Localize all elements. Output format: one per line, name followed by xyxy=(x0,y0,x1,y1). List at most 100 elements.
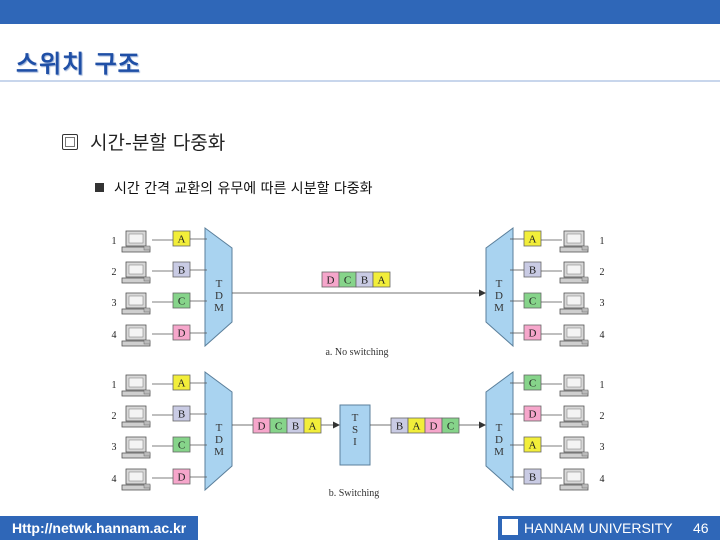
panel-a-right-slot-2-box xyxy=(523,292,542,309)
panel-a-demux-label-letter-1: D xyxy=(495,290,503,302)
bullet-level1: 시간-분할 다중화 xyxy=(62,128,225,155)
panel-a-right-computer-0-screen xyxy=(566,233,582,244)
panel-b-right-slot-3-box xyxy=(523,468,542,485)
panel-b-right-computer-2-screen xyxy=(566,439,582,450)
panel-b-left-computer-2-screen xyxy=(128,439,144,450)
bullet-level2: 시간 간격 교환의 유무에 따른 시분할 다중화 xyxy=(95,178,373,198)
panel-a-left-slot-0-label: A xyxy=(178,234,186,246)
footer-url-bar xyxy=(0,516,198,540)
panel-b-right-computer-0-mouse xyxy=(581,389,589,395)
panel-a-right-slot-0-box xyxy=(523,230,542,247)
panel-b-demux-label-letter-0: T xyxy=(496,422,503,434)
panel-b-frame-in-3-box xyxy=(303,417,322,434)
panel-b-left-slot-1-label: B xyxy=(178,409,185,421)
panel-b-frame-out-0-label: B xyxy=(396,421,403,433)
panel-b-right-computer-0-screen xyxy=(566,377,582,388)
hannam-logo-icon xyxy=(502,519,518,535)
panel-a-left-slot-1-label: B xyxy=(178,265,185,277)
panel-b-tsi-label-letter-2: I xyxy=(353,436,357,448)
panel-b-frame-in-0-label: D xyxy=(258,421,266,433)
panel-b-left-num-0: 1 xyxy=(112,380,117,391)
panel-b-frame-in-3-label: A xyxy=(309,421,317,433)
panel-a-right-computer-1-screen xyxy=(566,264,582,275)
panel-b-right-slot-1-box xyxy=(523,405,542,422)
panel-a-left-slot-3-label: D xyxy=(178,328,186,340)
panel-a-right-computer-2-screen xyxy=(566,295,582,306)
panel-a-right-num-3: 4 xyxy=(600,330,605,341)
page-number: 46 xyxy=(693,520,709,536)
panel-a-mux-label-letter-0: T xyxy=(216,278,223,290)
panel-b-left-num-3: 4 xyxy=(112,474,117,485)
panel-b-left-slot-2-label: C xyxy=(178,440,185,452)
panel-a-right-computer-2-mouse xyxy=(581,307,589,313)
panel-a-left-num-3: 4 xyxy=(112,330,117,341)
panel-a-right-num-1: 2 xyxy=(600,267,605,278)
footer-url[interactable]: Http://netwk.hannam.ac.kr xyxy=(12,520,187,536)
panel-a-left-computer-1-mouse xyxy=(143,276,151,282)
panel-a-right-slot-0-label: A xyxy=(529,234,537,246)
panel-b-left-num-2: 3 xyxy=(112,442,117,453)
panel-a-demux-label-letter-2: M xyxy=(494,302,504,314)
footer-university: HANNAM UNIVERSITY xyxy=(524,520,673,536)
panel-b-frame-out-1-label: A xyxy=(413,421,421,433)
slide-title: 스위치 구조 xyxy=(16,50,141,78)
panel-b-frame-out-3-box xyxy=(441,417,460,434)
panel-b-frame-in-1-label: C xyxy=(275,421,282,433)
panel-a-left-computer-3-mouse xyxy=(143,339,151,345)
panel-a-left-num-2: 3 xyxy=(112,298,117,309)
panel-a-right-computer-1-mouse xyxy=(581,276,589,282)
panel-b-left-computer-1-screen xyxy=(128,408,144,419)
panel-a-left-slot-0-box xyxy=(172,230,191,247)
panel-b-left-slot-3-label: D xyxy=(178,472,186,484)
panel-a-left-computer-2-screen xyxy=(128,295,144,306)
panel-a-left-slot-1-box xyxy=(172,261,191,278)
panel-b-right-computer-1-screen xyxy=(566,408,582,419)
panel-a-left-computer-0-screen xyxy=(128,233,144,244)
panel-b-right-num-3: 4 xyxy=(600,474,605,485)
panel-b-right-computer-3-screen xyxy=(566,471,582,482)
panel-a-left-computer-3-screen xyxy=(128,327,144,338)
panel-b-tsi xyxy=(339,404,371,466)
panel-b-left-slot-3-box xyxy=(172,468,191,485)
panel-b-right-slot-0-label: C xyxy=(529,378,536,390)
panel-b-left-slot-0-box xyxy=(172,374,191,391)
panel-b-frame-out-2-label: D xyxy=(430,421,438,433)
panel-b-left-num-1: 2 xyxy=(112,411,117,422)
panel-a-left-computer-2-mouse xyxy=(143,307,151,313)
panel-a-right-num-2: 3 xyxy=(600,298,605,309)
panel-b-right-slot-2-box xyxy=(523,436,542,453)
panel-b-arrowhead-in xyxy=(333,421,340,429)
panel-b-right-computer-1-mouse xyxy=(581,420,589,426)
panel-a-left-num-1: 2 xyxy=(112,267,117,278)
panel-a-right-slot-1-box xyxy=(523,261,542,278)
panel-b-left-slot-0-label: A xyxy=(178,378,186,390)
panel-b-demux xyxy=(485,371,514,492)
panel-a-right-slot-2-label: C xyxy=(529,296,536,308)
top-bar xyxy=(0,0,720,24)
panel-a-frame-0-label: D xyxy=(327,275,335,287)
panel-a-left-computer-0-mouse xyxy=(143,245,151,251)
panel-a-left-slot-2-box xyxy=(172,292,191,309)
panel-b-right-num-0: 1 xyxy=(600,380,605,391)
title-divider xyxy=(0,80,720,82)
bullet-level1-text: 시간-분할 다중화 xyxy=(90,132,226,154)
panel-b-mux-label-letter-0: T xyxy=(216,422,223,434)
panel-a-right-num-0: 1 xyxy=(600,236,605,247)
panel-b-tsi-label-letter-0: T xyxy=(352,412,359,424)
panel-b-right-slot-0-box xyxy=(523,374,542,391)
panel-a-arrowhead xyxy=(479,289,486,297)
panel-a-frame-1-label: C xyxy=(344,275,351,287)
panel-b-right-computer-3-mouse xyxy=(581,483,589,489)
panel-b-tsi-label-letter-1: S xyxy=(352,424,358,436)
panel-b-right-computer-2-mouse xyxy=(581,451,589,457)
panel-b-right-num-1: 2 xyxy=(600,411,605,422)
panel-a-right-slot-3-box xyxy=(523,324,542,341)
panel-a-mux xyxy=(204,227,233,348)
panel-b-caption: b. Switching xyxy=(329,488,380,499)
panel-b-right-slot-1-label: D xyxy=(529,409,537,421)
panel-b-left-computer-0-screen xyxy=(128,377,144,388)
checkbox-bullet-icon xyxy=(62,134,78,150)
panel-a-mux-label-letter-2: M xyxy=(214,302,224,314)
panel-a-demux-label-letter-0: T xyxy=(496,278,503,290)
